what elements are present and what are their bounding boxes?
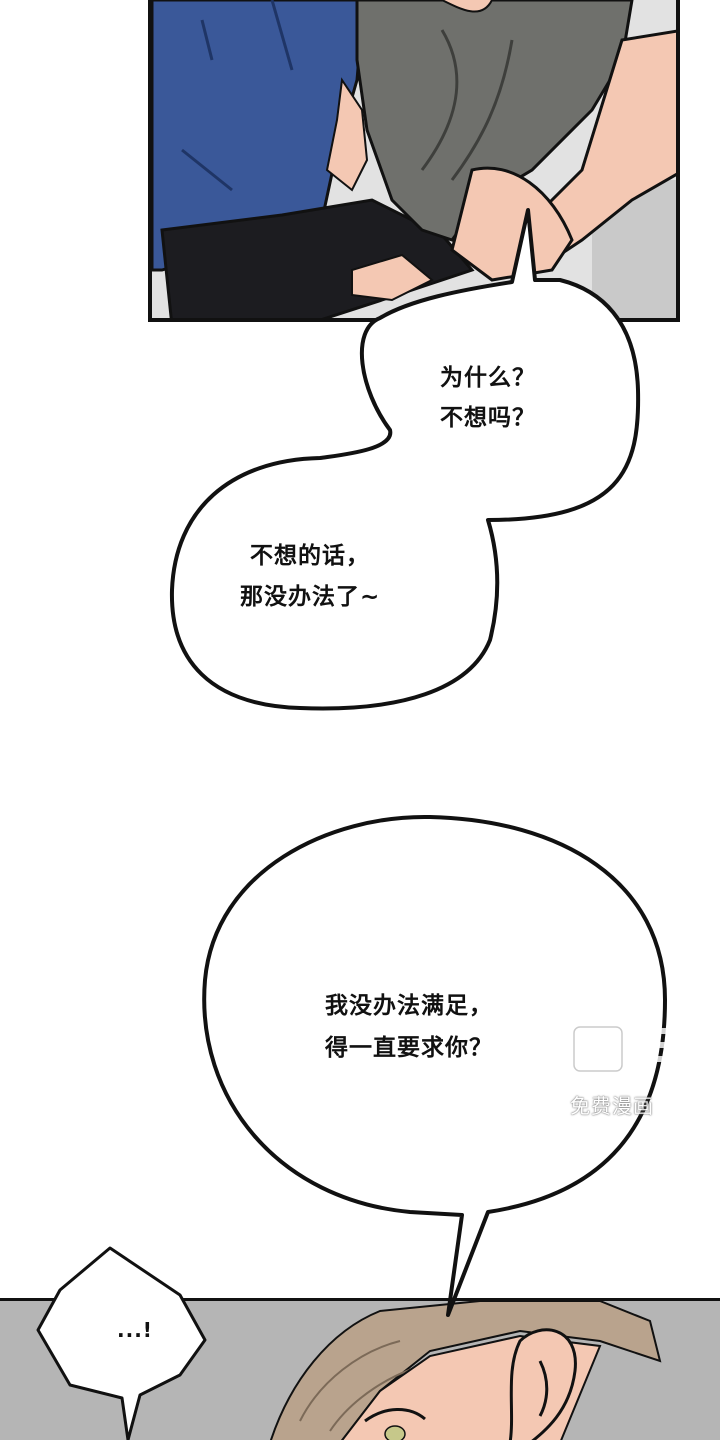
bubble-3-line-1: 我没办法满足， [325,993,493,1019]
watermark-logo [571,1022,685,1074]
bubble-1-line-2: 不想吗？ [440,405,536,431]
speech-bubble-3 [202,814,667,1317]
speech-bubble-1 [169,208,641,711]
bubble-1-line-1: 为什么？ [440,365,536,391]
bubble-2-line-2: 那没办法了~ [240,584,381,610]
bubble-3-line-2: 得一直要求你？ [325,1035,493,1061]
speech-bubble-4 [36,1246,207,1440]
bubble-4-line-1: ...! [117,1318,153,1342]
panel-top-artwork [152,0,676,318]
watermark-subtitle: 免费漫画 [570,1094,654,1118]
bubble-2-line-1: 不想的话， [250,543,370,569]
comic-panel-top [148,0,680,322]
watermark: 免费漫画 [560,1015,690,1125]
